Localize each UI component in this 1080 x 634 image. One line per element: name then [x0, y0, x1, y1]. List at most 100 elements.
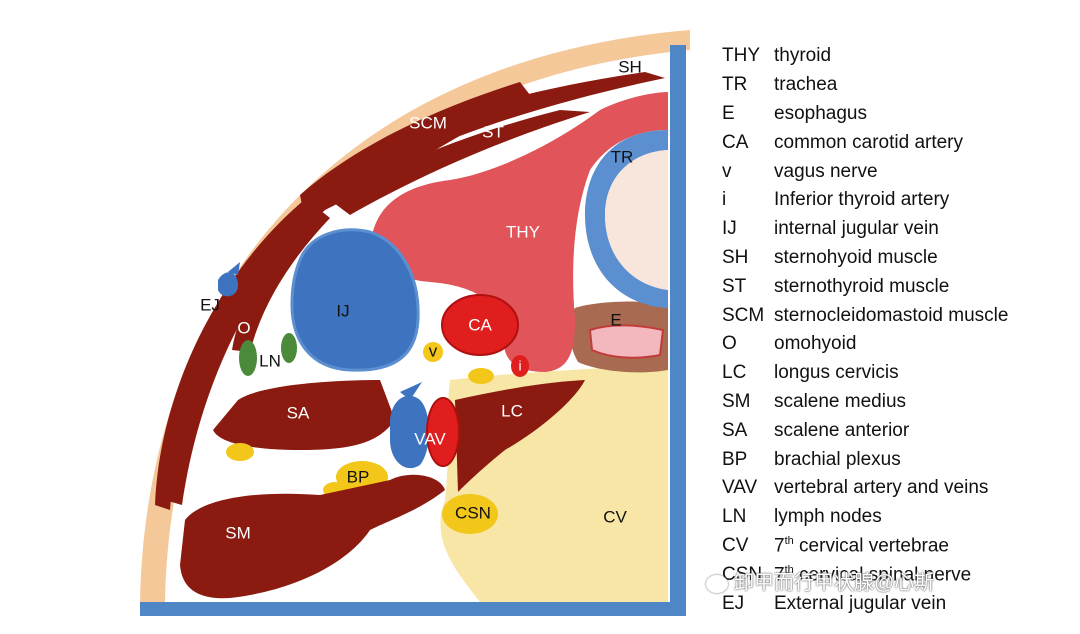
legend-desc-text: cervical vertebrae [793, 535, 949, 557]
legend-desc: lymph nodes [774, 506, 882, 528]
legend-desc: sternocleidomastoid muscle [774, 304, 1009, 326]
legend-desc: esophagus [774, 102, 867, 124]
label-st: ST [482, 122, 504, 141]
legend-item: BP brachial plexus [722, 445, 1072, 474]
legend-desc: trachea [774, 74, 838, 96]
legend-desc-ordinal: th [784, 563, 794, 576]
legend-item: IJ internal jugular vein [722, 215, 1072, 244]
legend-item: SCM sternocleidomastoid muscle [722, 301, 1072, 330]
label-lc: LC [501, 401, 523, 420]
cervical-spinal-nerve [442, 494, 498, 534]
legend-desc: thyroid [774, 45, 832, 67]
inferior-thyroid-artery [511, 355, 529, 377]
bottom-border [140, 602, 686, 616]
legend-item: CV 7th cervical vertebrae [722, 532, 1072, 561]
label-ln: LN [259, 351, 281, 370]
legend-item: TR trachea [722, 71, 1072, 100]
legend-desc: internal jugular vein [774, 218, 939, 240]
thyroid-gland [371, 92, 668, 372]
legend-abbr: EJ [722, 592, 745, 614]
legend-item: SM scalene medius [722, 388, 1072, 417]
legend-abbr: ST [722, 275, 747, 297]
legend-abbr: SCM [722, 304, 765, 326]
legend-item: THY thyroid [722, 42, 1072, 71]
legend-abbr: SH [722, 246, 749, 268]
legend-item: v vagus nerve [722, 157, 1072, 186]
label-ej: EJ [200, 295, 220, 314]
label-sa: SA [287, 403, 310, 422]
legend-desc: Inferior thyroid artery [774, 189, 950, 211]
label-tr: TR [611, 147, 634, 166]
label-e: E [610, 310, 621, 329]
label-ca: CA [468, 315, 492, 334]
legend-abbr: TR [722, 74, 748, 96]
label-csn: CSN [455, 503, 491, 522]
trachea-ring [585, 130, 668, 308]
legend-abbr: SA [722, 419, 748, 441]
right-border [670, 45, 686, 615]
label-i: i [518, 358, 521, 374]
legend-item: i Inferior thyroid artery [722, 186, 1072, 215]
legend-abbr: BP [722, 448, 748, 470]
legend-desc-text: cervical spinal nerve [793, 563, 972, 585]
legend-item: EJ External jugular vein [722, 589, 1072, 618]
longus-cervicis-muscle [455, 380, 585, 492]
legend-desc: scalene medius [774, 390, 907, 412]
label-vav: VAV [414, 429, 446, 448]
internal-jugular-vein [290, 228, 420, 372]
legend-desc-ordinal: th [784, 534, 794, 547]
legend-abbr: O [722, 333, 737, 355]
anatomy-diagram: SH SCM ST TR THY EJ O IJ CA E LN v i SA … [140, 30, 690, 616]
legend-desc: 7th cervical spinal nerve [774, 564, 971, 586]
label-ij: IJ [336, 301, 349, 320]
legend-item: CA common carotid artery [722, 128, 1072, 157]
label-o: O [237, 318, 250, 337]
legend-desc: omohyoid [774, 333, 857, 355]
legend-abbr: CV [722, 534, 749, 556]
legend-abbr: LN [722, 506, 747, 528]
label-v: v [429, 341, 438, 360]
omohyoid-muscle [232, 210, 330, 352]
vertebral-veins [390, 395, 429, 469]
label-bp: BP [347, 467, 370, 486]
legend-abbr: IJ [722, 218, 737, 240]
legend-abbr: CA [722, 131, 749, 153]
ej-vessel [228, 262, 240, 275]
common-carotid-artery [441, 294, 519, 356]
vertebral-artery [426, 397, 460, 467]
legend-abbr: E [722, 102, 735, 124]
legend-item: SA scalene anterior [722, 416, 1072, 445]
legend-desc: vagus nerve [774, 160, 878, 182]
wechat-icon [706, 574, 728, 593]
legend-abbr: THY [722, 45, 760, 67]
scalene-medius-muscle [180, 474, 445, 599]
label-sm: SM [225, 523, 251, 542]
legend-abbr: v [722, 160, 732, 182]
legend-desc: longus cervicis [774, 362, 899, 384]
label-scm: SCM [409, 113, 447, 132]
watermark: 卸甲而行甲状腺@心斯 [706, 566, 934, 595]
legend-desc-number: 7 [774, 563, 785, 585]
label-cv: CV [603, 507, 627, 526]
legend-item: ST sternothyroid muscle [722, 272, 1072, 301]
legend-desc: scalene anterior [774, 419, 910, 441]
legend-desc: vertebral artery and veins [774, 477, 989, 499]
legend-desc: common carotid artery [774, 131, 964, 153]
scalene-anterior-muscle [213, 380, 395, 450]
legend-desc: brachial plexus [774, 448, 901, 470]
lymph-node-1 [239, 340, 257, 376]
legend-desc: sternohyoid muscle [774, 246, 938, 268]
platysma-strip-inner [155, 180, 338, 510]
vagus-nerve [423, 342, 443, 362]
external-jugular-vein [218, 272, 238, 297]
legend-desc: External jugular vein [774, 592, 947, 614]
legend-abbr: SM [722, 390, 751, 412]
legend-desc: sternothyroid muscle [774, 275, 950, 297]
legend-desc-number: 7 [774, 535, 785, 557]
legend-abbr: i [722, 189, 727, 211]
